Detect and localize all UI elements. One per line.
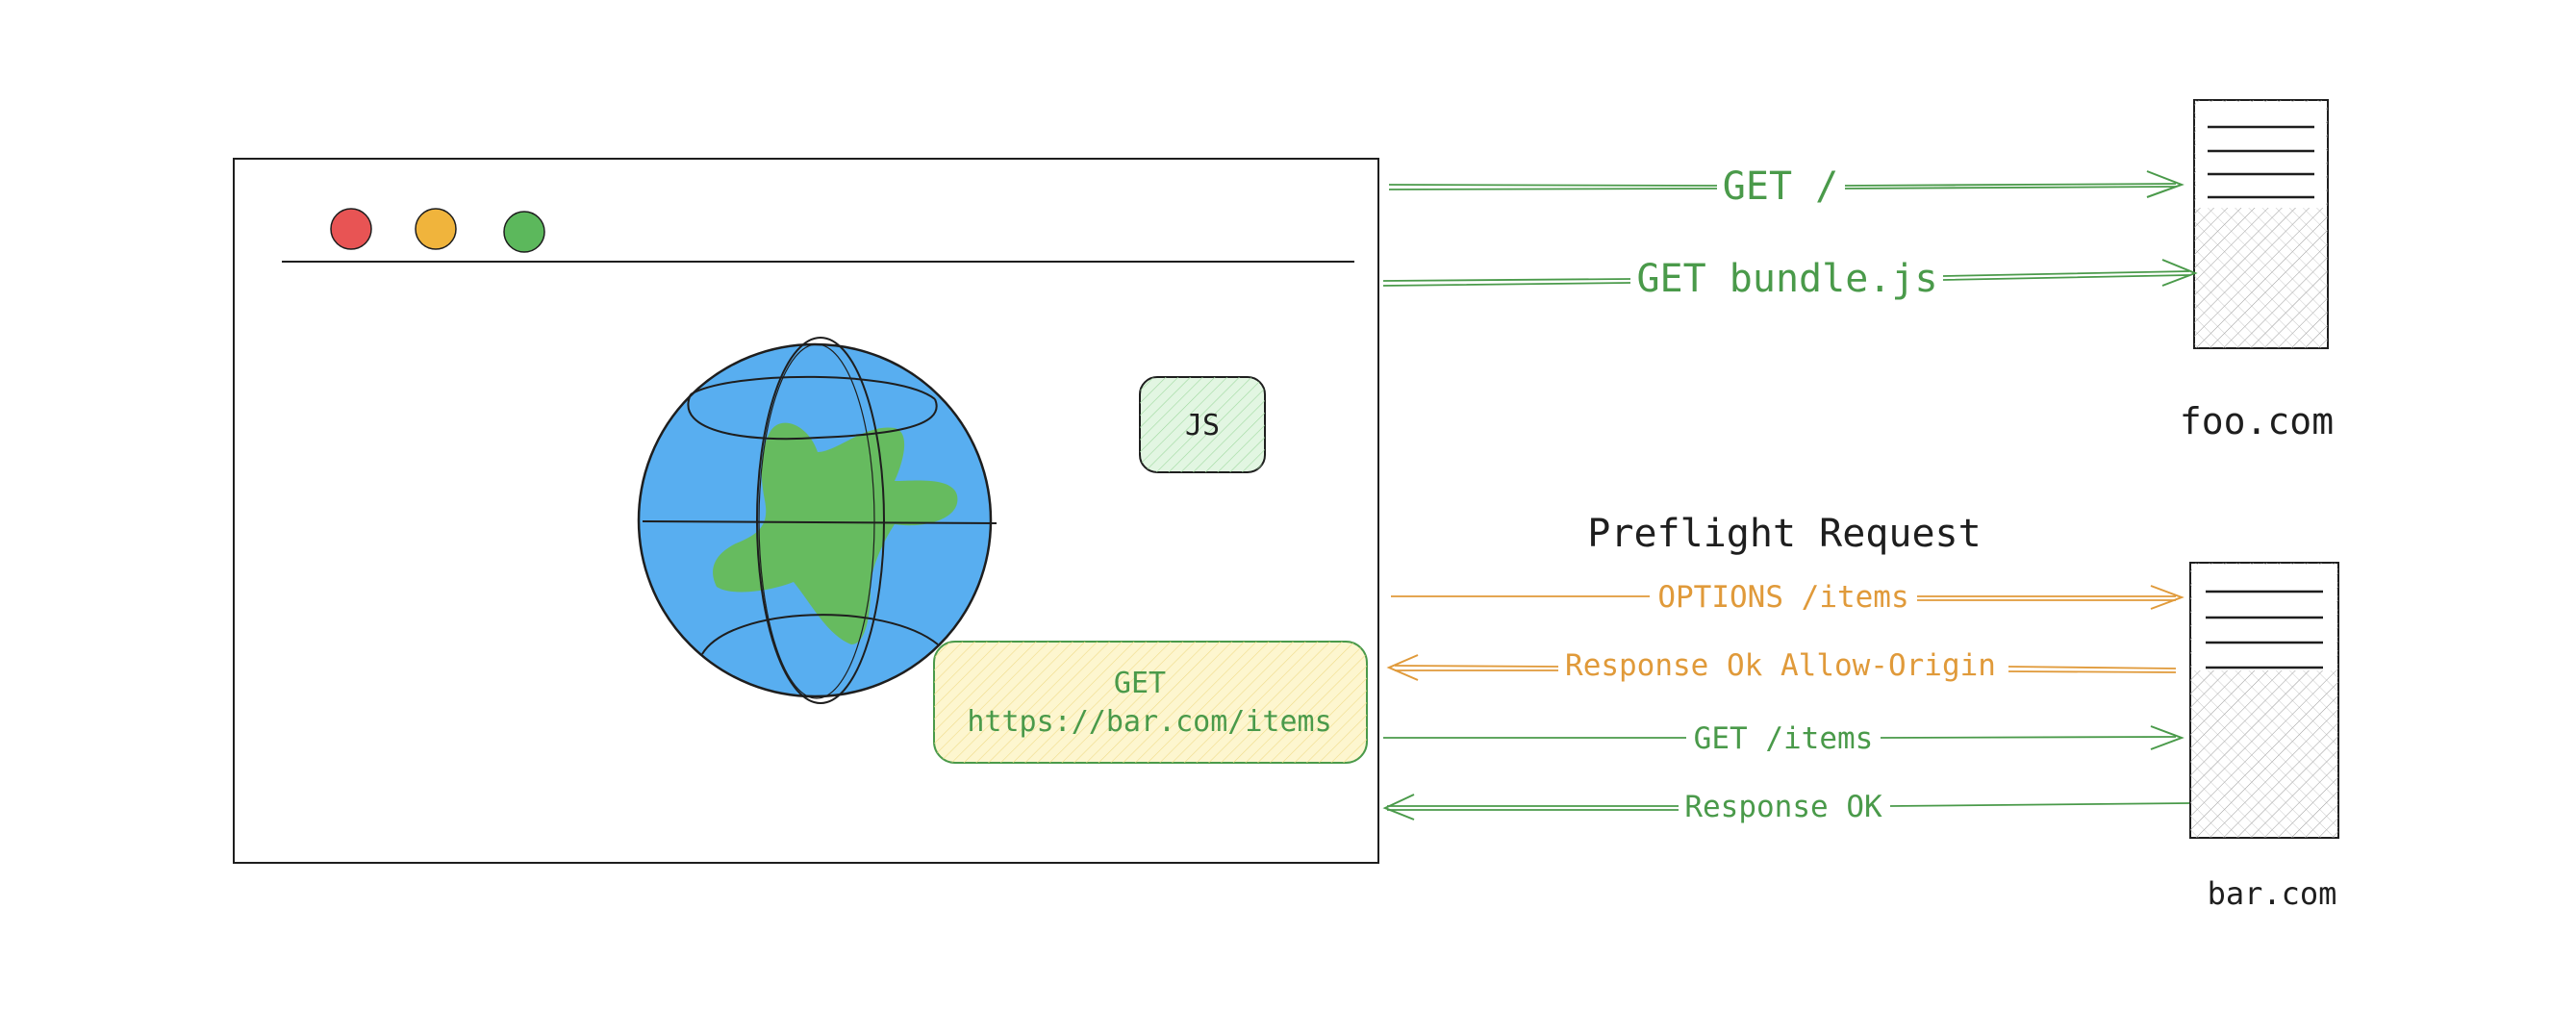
arrow-options-items: OPTIONS /items [1391,580,2185,615]
arrow-label-options: OPTIONS /items [1657,580,1908,615]
arrow-label-response-allow: Response Ok Allow-Origin [1565,648,1996,683]
arrow-response-ok: Response OK [1382,790,2190,824]
js-script-badge: JS [1139,376,1266,473]
bar-server-label: bar.com [2208,875,2337,912]
request-method: GET [1114,667,1166,700]
maximize-dot-icon [503,211,545,253]
arrow-label-get-items: GET /items [1694,721,1874,756]
preflight-request-title: Preflight Request [1587,512,1981,556]
close-dot-icon [330,208,372,250]
cross-origin-request-box: GET https://bar.com/items [933,641,1368,764]
arrow-response-allow-origin: Response Ok Allow-Origin [1386,648,2177,683]
browser-window: JS GET https://bar.com/items [233,158,1379,864]
arrow-label-get-bundle: GET bundle.js [1636,257,1937,301]
foo-server-label: foo.com [2180,400,2334,442]
foo-server: foo.com [2180,99,2334,442]
arrow-get-root: GET / [1388,164,2185,209]
browser-frame [233,158,1379,864]
bar-server: bar.com [2189,562,2339,912]
arrow-get-items: GET /items [1383,721,2185,756]
arrow-label-get-root: GET / [1723,164,1838,209]
globe-icon [637,337,998,704]
arrow-label-response-ok: Response OK [1684,790,1882,824]
js-badge-label: JS [1185,409,1220,442]
request-url: https://bar.com/items [967,705,1331,739]
minimize-dot-icon [415,208,457,250]
arrow-get-bundle: GET bundle.js [1382,257,2198,301]
